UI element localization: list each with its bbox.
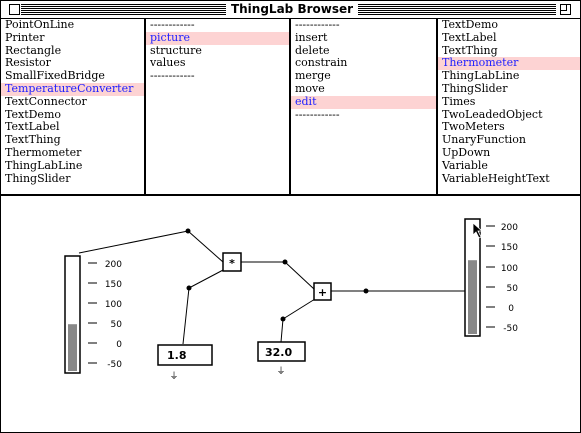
left-tick-label: 150 xyxy=(105,280,122,290)
category-list-item[interactable]: ------------ xyxy=(150,69,195,83)
window-title: ThingLab Browser xyxy=(226,2,358,16)
right-thermometer-mercury[interactable] xyxy=(468,260,477,334)
command-list-item[interactable]: delete xyxy=(295,43,330,57)
part-list-item[interactable]: Thermometer xyxy=(438,57,580,71)
command-list-item[interactable]: move xyxy=(295,81,325,95)
right-tick-label: 0 xyxy=(508,304,514,314)
wire-left-thermo-to-node xyxy=(78,230,189,254)
offset-value: 32.0 xyxy=(265,346,292,359)
category-list-item[interactable]: structure xyxy=(150,43,202,57)
right-tick-label: 100 xyxy=(501,264,518,274)
temperature-converter-diagram: * + 1.8 ⏚ 32.0 ⏚ 200 xyxy=(64,218,518,382)
joint-middle[interactable] xyxy=(282,259,288,265)
times-symbol: * xyxy=(229,257,235,270)
right-tick-label: 200 xyxy=(501,223,518,233)
command-list-item[interactable]: ------------ xyxy=(295,19,340,31)
joint-offset[interactable] xyxy=(280,316,286,322)
part-list-item[interactable]: TextDemo xyxy=(442,19,498,31)
class-list-item[interactable]: Thermometer xyxy=(5,145,82,159)
part-list-item[interactable]: TwoMeters xyxy=(442,120,505,134)
left-thermometer-scale: 200 150 100 50 0 -50 xyxy=(88,260,122,370)
category-list-item[interactable]: picture xyxy=(146,31,289,45)
part-list-item[interactable]: Times xyxy=(442,94,476,108)
class-list-item[interactable]: TemperatureConverter xyxy=(1,82,144,96)
left-thermometer[interactable]: 200 150 100 50 0 -50 xyxy=(64,255,122,374)
mouse-cursor-icon xyxy=(472,222,484,239)
command-list-item[interactable]: edit xyxy=(291,95,436,109)
class-list-item[interactable]: TextConnector xyxy=(5,94,87,108)
wire-multiplier-node-to-constant xyxy=(182,287,190,345)
left-thermometer-mercury[interactable] xyxy=(68,324,77,371)
left-tick-label: 50 xyxy=(111,320,123,330)
joint-right[interactable] xyxy=(363,288,369,294)
class-list-item[interactable]: ThingLabLine xyxy=(5,158,83,172)
offset-anchor-icon: ⏚ xyxy=(276,366,285,377)
part-list-item[interactable]: TextThing xyxy=(442,43,498,57)
part-list-item[interactable]: UnaryFunction xyxy=(442,133,526,147)
multiplier-value: 1.8 xyxy=(167,349,187,362)
class-list-item[interactable]: ThingSlider xyxy=(5,171,71,185)
title-bar[interactable]: ThingLab Browser xyxy=(1,1,580,19)
command-list-item[interactable]: constrain xyxy=(295,56,348,70)
command-list-item[interactable]: ------------ xyxy=(295,107,340,121)
wire-joints xyxy=(185,228,369,322)
right-tick-label: -50 xyxy=(503,324,518,334)
right-tick-label: 150 xyxy=(501,243,518,253)
wire-plus-to-offset-node xyxy=(282,298,316,320)
wire-node-to-plus xyxy=(284,261,315,290)
constraint-wires xyxy=(78,230,466,345)
command-list-item[interactable]: merge xyxy=(295,69,331,83)
right-tick-label: 50 xyxy=(507,284,519,294)
category-list-item[interactable]: values xyxy=(150,56,186,70)
plus-symbol: + xyxy=(318,286,327,299)
part-list-item[interactable]: TwoLeadedObject xyxy=(442,107,543,121)
part-list-item[interactable]: Variable xyxy=(442,158,488,172)
left-tick-label: 100 xyxy=(105,300,122,310)
class-list-item[interactable]: Printer xyxy=(5,30,45,44)
command-list-item[interactable]: insert xyxy=(295,30,328,44)
offset-constant[interactable]: 32.0 xyxy=(257,341,306,362)
part-list-item[interactable]: ThingLabLine xyxy=(442,69,520,83)
part-list-item[interactable]: UpDown xyxy=(442,145,491,159)
left-tick-label: 0 xyxy=(116,340,122,350)
right-thermometer-scale: 200 150 100 50 0 -50 xyxy=(486,223,518,334)
plus-operator[interactable]: + xyxy=(313,282,332,301)
class-list-item[interactable]: TextLabel xyxy=(5,120,60,134)
class-list-item[interactable]: PointOnLine xyxy=(5,19,75,31)
part-list-item[interactable]: TextLabel xyxy=(442,30,497,44)
part-list-item[interactable]: VariableHeightText xyxy=(442,171,550,185)
joint-top[interactable] xyxy=(185,228,191,234)
picture-canvas[interactable]: * + 1.8 ⏚ 32.0 ⏚ 200 xyxy=(1,196,580,432)
class-list-item[interactable]: SmallFixedBridge xyxy=(5,69,105,83)
category-list-item[interactable]: ------------ xyxy=(150,19,195,31)
close-box[interactable] xyxy=(9,4,20,15)
left-tick-label: 200 xyxy=(105,260,122,270)
wire-offset-node-to-constant xyxy=(280,318,284,343)
multiplier-anchor-icon: ⏚ xyxy=(169,371,178,382)
times-operator[interactable]: * xyxy=(222,252,242,272)
class-list-item[interactable]: Rectangle xyxy=(5,43,62,57)
right-thermometer[interactable]: 200 150 100 50 0 -50 xyxy=(464,218,518,337)
wire-node-to-times xyxy=(187,230,224,263)
joint-multiplier[interactable] xyxy=(186,285,192,291)
left-tick-label: -50 xyxy=(107,360,122,370)
class-list-item[interactable]: Resistor xyxy=(5,56,51,70)
zoom-box[interactable] xyxy=(560,4,571,15)
class-list-item[interactable]: TextThing xyxy=(5,133,61,147)
class-list-item[interactable]: TextDemo xyxy=(5,107,61,121)
part-list-item[interactable]: ThingSlider xyxy=(442,81,508,95)
multiplier-constant[interactable]: 1.8 xyxy=(157,344,213,366)
wire-times-to-multiplier-node xyxy=(188,268,226,289)
